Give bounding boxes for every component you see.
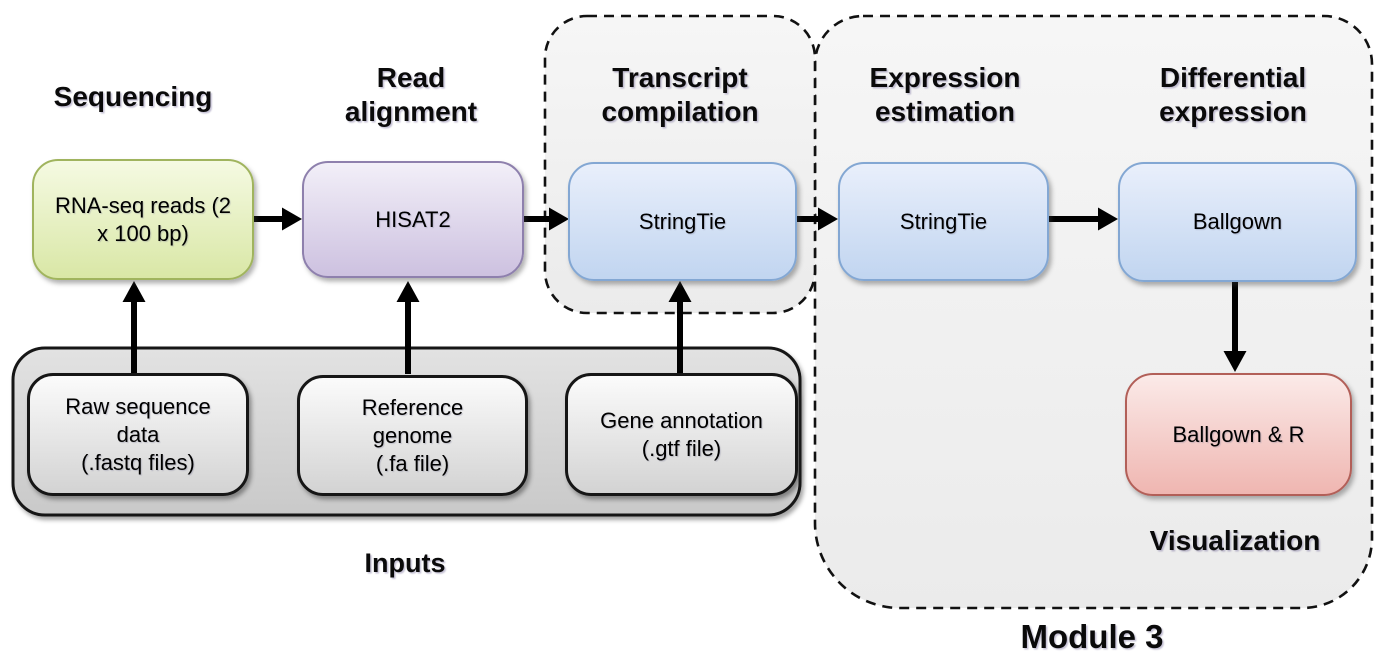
arrow-stringtie1-to-stringtie2 bbox=[796, 207, 838, 231]
heading-inputs: Inputs bbox=[364, 548, 446, 578]
box-raw-sequence-data: Raw sequence data (.fastq files) bbox=[27, 373, 249, 496]
box-stringtie-compile: StringTie bbox=[568, 162, 797, 281]
box-ballgown-r: Ballgown & R bbox=[1125, 373, 1352, 496]
heading-visualization: Visualization bbox=[1149, 525, 1321, 556]
arrow-rawdata-to-rnaseq bbox=[122, 281, 146, 374]
heading-module-3: Module 3 bbox=[1020, 618, 1164, 655]
arrow-rnaseq-to-hisat2 bbox=[252, 207, 302, 231]
arrow-annotation-to-stringtie1 bbox=[668, 281, 692, 374]
heading-expression-estimation: Expression estimation bbox=[869, 62, 1021, 127]
heading-differential-expression: Differential expression bbox=[1159, 62, 1307, 127]
arrow-hisat2-to-stringtie1 bbox=[523, 207, 569, 231]
arrow-stringtie2-to-ballgown bbox=[1047, 207, 1118, 231]
heading-transcript-compilation: Transcript compilation bbox=[601, 62, 759, 127]
arrow-refgenome-to-hisat2 bbox=[396, 281, 420, 374]
box-gene-annotation: Gene annotation (.gtf file) bbox=[565, 373, 798, 496]
arrow-ballgown-to-ballgown-r bbox=[1223, 279, 1247, 372]
box-hisat2: HISAT2 bbox=[302, 161, 524, 278]
box-rna-seq-reads: RNA-seq reads (2 x 100 bp) bbox=[32, 159, 254, 280]
box-stringtie-estimate: StringTie bbox=[838, 162, 1049, 281]
heading-read-alignment: Read alignment bbox=[344, 62, 478, 127]
box-ballgown: Ballgown bbox=[1118, 162, 1357, 282]
box-reference-genome: Reference genome (.fa file) bbox=[297, 375, 528, 496]
heading-sequencing: Sequencing bbox=[53, 81, 213, 112]
